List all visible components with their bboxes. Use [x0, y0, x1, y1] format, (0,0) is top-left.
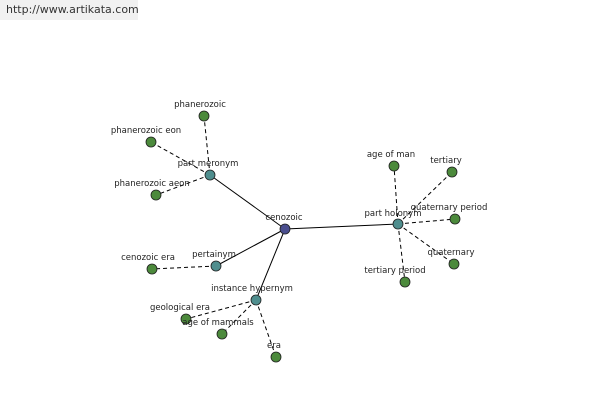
node-circle[interactable]: [180, 313, 192, 325]
node-pertainym[interactable]: pertainym: [192, 250, 236, 272]
node-circle[interactable]: [270, 351, 282, 363]
node-circle[interactable]: [146, 263, 158, 275]
edge-cenozoic-to-pertainym: [215, 228, 286, 267]
edge-part-holonym-to-quaternary-period: [397, 218, 456, 225]
node-label: quaternary period: [411, 203, 488, 213]
node-circle[interactable]: [448, 258, 460, 270]
edge-cenozoic-to-instance-hypernym: [255, 228, 286, 301]
edge-part-holonym-to-quaternary: [397, 223, 455, 265]
edge-part-meronym-to-phanerozoic: [203, 115, 211, 176]
edge-cenozoic-to-part-meronym: [209, 174, 286, 230]
node-instance-hypernym[interactable]: instance hypernym: [211, 284, 293, 306]
node-phanerozoic-eon[interactable]: phanerozoic eon: [111, 126, 181, 148]
watermark-url: http://www.artikata.com: [6, 3, 139, 16]
node-cenozoic-era[interactable]: cenozoic era: [121, 253, 175, 275]
node-label: instance hypernym: [211, 284, 293, 294]
node-label: pertainym: [192, 250, 236, 260]
node-phanerozoic-aeon[interactable]: phanerozoic aeon: [114, 179, 190, 201]
node-label: part meronym: [178, 159, 239, 169]
node-label: phanerozoic eon: [111, 126, 181, 136]
node-circle[interactable]: [399, 276, 411, 288]
node-label: phanerozoic: [174, 100, 226, 110]
node-quaternary[interactable]: quaternary: [427, 248, 475, 270]
node-label: tertiary period: [364, 266, 425, 276]
node-label: geological era: [150, 303, 210, 313]
watermark-bar: http://www.artikata.com: [0, 0, 139, 20]
node-circle[interactable]: [279, 223, 291, 235]
node-label: tertiary: [430, 156, 462, 166]
node-circle[interactable]: [388, 160, 400, 172]
node-phanerozoic[interactable]: phanerozoic: [174, 100, 226, 122]
node-part-meronym[interactable]: part meronym: [178, 159, 239, 181]
node-age-of-man[interactable]: age of man: [367, 150, 415, 172]
node-tertiary[interactable]: tertiary: [430, 156, 462, 178]
edge-cenozoic-to-part-holonym: [284, 223, 399, 230]
node-label: cenozoic: [265, 213, 303, 223]
edge-part-meronym-to-phanerozoic-aeon: [155, 174, 211, 196]
node-tertiary-period[interactable]: tertiary period: [364, 266, 426, 288]
node-circle[interactable]: [204, 169, 216, 181]
node-label: cenozoic era: [121, 253, 175, 263]
node-part-holonym[interactable]: part holonym: [365, 209, 422, 230]
edge-part-holonym-to-tertiary: [397, 171, 453, 225]
node-circle[interactable]: [210, 260, 222, 272]
edge-instance-hypernym-to-era: [255, 299, 277, 358]
node-era[interactable]: era: [267, 341, 282, 363]
node-label: phanerozoic aeon: [114, 179, 190, 189]
edge-pertainym-to-cenozoic-era: [151, 265, 217, 270]
edge-instance-hypernym-to-age-of-mammals: [221, 299, 257, 335]
nodes-layer: cenozoic part meronym part holonym pertainy…: [111, 100, 488, 363]
node-geological-era[interactable]: geological era: [150, 303, 210, 325]
node-age-of-mammals[interactable]: age of mammals: [182, 318, 254, 340]
node-circle[interactable]: [150, 189, 162, 201]
node-circle[interactable]: [250, 294, 262, 306]
node-circle[interactable]: [216, 328, 228, 340]
node-label: quaternary: [427, 248, 474, 258]
node-circle[interactable]: [392, 218, 404, 230]
node-circle[interactable]: [449, 213, 461, 225]
node-label: age of mammals: [182, 318, 254, 328]
edge-instance-hypernym-to-geological-era: [185, 299, 257, 320]
edge-part-holonym-to-tertiary-period: [397, 223, 406, 283]
node-label: age of man: [367, 150, 415, 160]
edges-layer: [150, 115, 456, 358]
node-circle[interactable]: [446, 166, 458, 178]
edge-part-meronym-to-phanerozoic-eon: [150, 141, 211, 176]
node-label: part holonym: [365, 209, 422, 219]
node-quaternary-period[interactable]: quaternary period: [411, 203, 488, 225]
node-label: era: [267, 341, 281, 351]
node-circle[interactable]: [145, 136, 157, 148]
node-circle[interactable]: [198, 110, 210, 122]
edge-part-holonym-to-age-of-man: [393, 165, 399, 225]
node-cenozoic[interactable]: cenozoic: [265, 213, 303, 235]
